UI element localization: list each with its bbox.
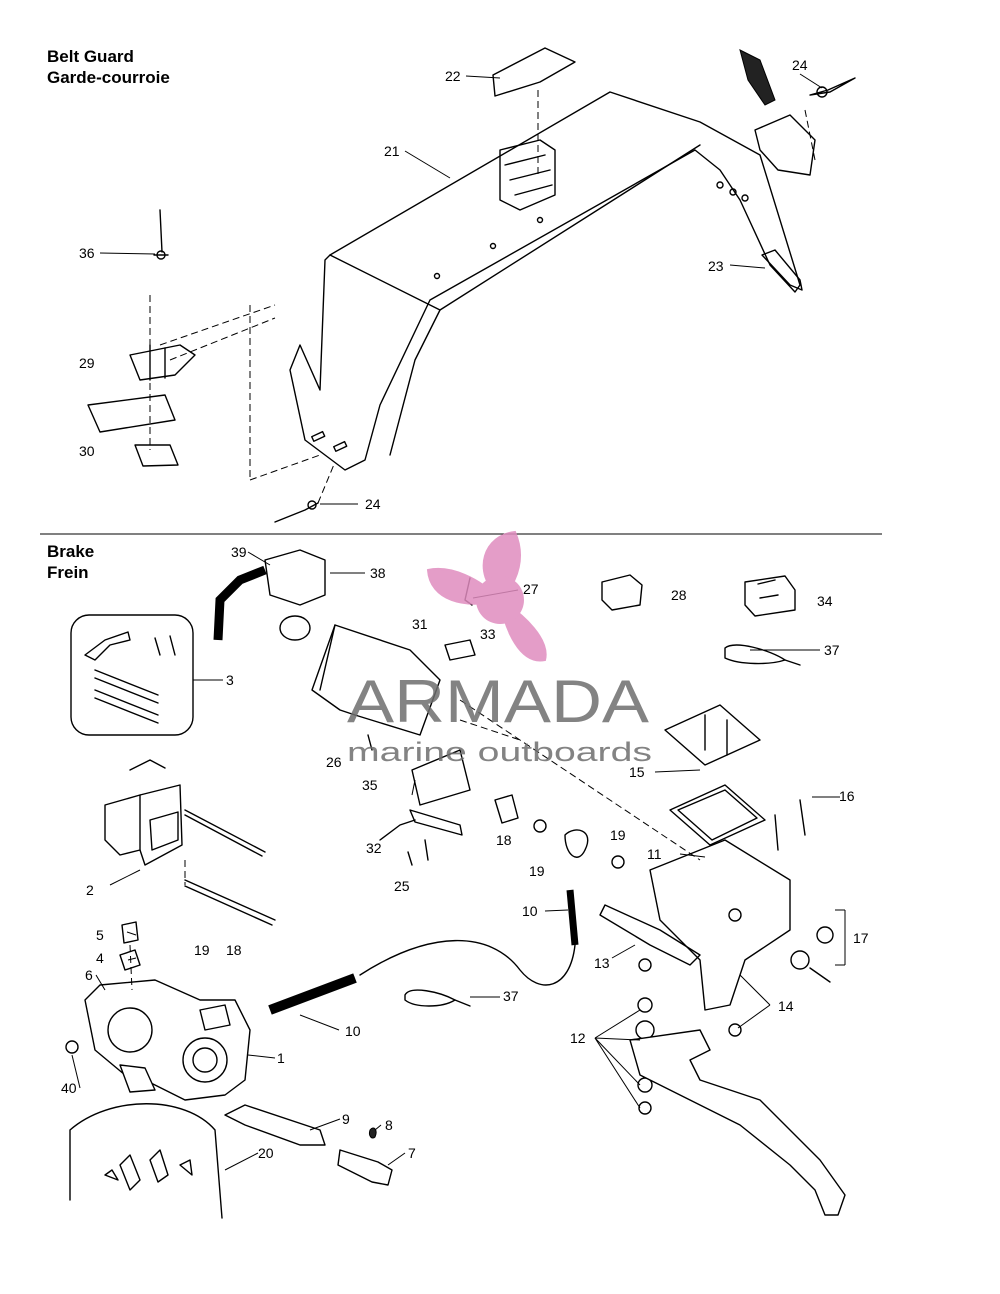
callout-36: 36 — [79, 245, 95, 261]
callout-33: 33 — [480, 626, 496, 642]
master-cylinder-11 — [649, 839, 791, 1011]
belt-guard-assembly — [87, 47, 856, 523]
callout-1: 1 — [277, 1050, 285, 1066]
rivet-bottom — [274, 502, 319, 523]
callout-35: 35 — [362, 777, 378, 793]
callout-31: 31 — [412, 616, 428, 632]
belt-guard-title-en: Belt Guard — [47, 47, 134, 66]
callout-7: 7 — [408, 1145, 416, 1161]
callout-37-top: 37 — [824, 642, 840, 658]
bracket-32 — [411, 749, 471, 806]
callout-19-caliper: 19 — [194, 942, 210, 958]
callout-11: 11 — [647, 846, 662, 862]
callout-34: 34 — [817, 593, 833, 609]
hose-sleeve — [268, 973, 357, 1015]
brake-hose-10 — [359, 939, 576, 986]
bolt-7 — [337, 1149, 393, 1186]
callout-24-bottom: 24 — [365, 496, 381, 512]
callout-10-bottom: 10 — [345, 1023, 361, 1039]
armada-watermark: ARMADA marine outboards — [347, 530, 652, 767]
guard-clip — [499, 139, 556, 211]
nut-14 — [728, 1023, 742, 1037]
callout-30: 30 — [79, 443, 95, 459]
callout-32: 32 — [366, 840, 382, 856]
plate-30 — [87, 394, 176, 433]
sensor-cable — [213, 565, 267, 641]
callout-38: 38 — [370, 565, 386, 581]
rivet-top — [809, 77, 856, 96]
callout-24-top: 24 — [792, 57, 808, 73]
callout-25: 25 — [394, 878, 410, 894]
washer-40 — [65, 1040, 79, 1054]
callout-27: 27 — [523, 581, 539, 597]
callout-labels: 22 21 23 24 36 29 30 24 39 38 3 27 28 34… — [61, 57, 869, 1161]
callout-6: 6 — [85, 967, 93, 983]
callout-39: 39 — [231, 544, 247, 560]
brake-title-fr: Frein — [47, 563, 89, 582]
reservoir-cap-15 — [664, 704, 761, 766]
callout-17: 17 — [853, 930, 869, 946]
brake-assembly — [65, 549, 846, 1219]
watermark-tagline: marine outboards — [347, 737, 652, 767]
brake-title-en: Brake — [47, 542, 95, 561]
cable-tie-top — [724, 644, 786, 665]
callout-3: 3 — [226, 672, 234, 688]
sensor-39 — [264, 549, 326, 606]
callout-16: 16 — [839, 788, 855, 804]
callout-29: 29 — [79, 355, 95, 371]
callout-14: 14 — [778, 998, 794, 1014]
callout-19-right: 19 — [610, 827, 626, 843]
brake-lever — [629, 1029, 846, 1216]
callout-2: 2 — [86, 882, 94, 898]
banjo-bolt-18 — [494, 794, 519, 824]
belt-guard-body — [289, 91, 801, 471]
callout-10-top: 10 — [522, 903, 538, 919]
callout-21: 21 — [384, 143, 400, 159]
propeller-logo — [426, 530, 547, 662]
guard-strap — [761, 249, 803, 291]
hose-fitting — [566, 889, 579, 946]
label-decal — [492, 47, 576, 97]
cable-tie-mid — [404, 989, 456, 1007]
brake-pads-2 — [104, 794, 141, 856]
piston-13 — [599, 904, 701, 966]
callout-18-caliper: 18 — [226, 942, 242, 958]
callout-37-mid: 37 — [503, 988, 519, 1004]
decal-33 — [444, 639, 476, 661]
pin-9 — [224, 1104, 326, 1146]
callout-5: 5 — [96, 927, 104, 943]
callout-26: 26 — [326, 754, 342, 770]
brake-disc-20 — [69, 1103, 223, 1219]
spring-clip — [754, 114, 816, 176]
cover-31 — [311, 624, 441, 736]
connector-28 — [601, 574, 643, 611]
callout-20: 20 — [258, 1145, 274, 1161]
callout-13: 13 — [594, 955, 610, 971]
callout-15: 15 — [629, 764, 645, 780]
watermark-brand: ARMADA — [347, 668, 649, 735]
washer-12 — [638, 958, 652, 972]
callout-18-top: 18 — [496, 832, 512, 848]
brake-section-title: Brake Frein — [47, 541, 94, 583]
bracket-29 — [129, 344, 196, 381]
callout-8: 8 — [385, 1117, 393, 1133]
callout-22: 22 — [445, 68, 461, 84]
callout-19-left: 19 — [529, 863, 545, 879]
callout-12: 12 — [570, 1030, 586, 1046]
belt-guard-section-title: Belt Guard Garde-courroie — [47, 46, 170, 88]
pin-36 — [153, 209, 169, 256]
callout-9: 9 — [342, 1111, 350, 1127]
callout-40: 40 — [61, 1080, 77, 1096]
belt-guard-title-fr: Garde-courroie — [47, 68, 170, 87]
callout-23: 23 — [708, 258, 724, 274]
callout-4: 4 — [96, 950, 104, 966]
callout-28: 28 — [671, 587, 687, 603]
pivot-17 — [790, 950, 810, 970]
kit-box-3 — [70, 614, 194, 736]
